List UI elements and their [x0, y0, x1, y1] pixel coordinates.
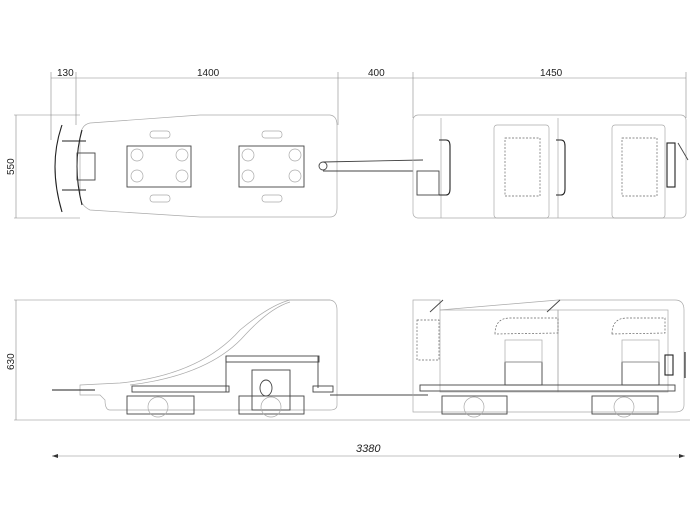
dim-overall-length-label: 3380	[356, 443, 381, 455]
dim-coupler-label: 130	[57, 68, 74, 79]
locomotive-bogie-rear	[238, 395, 305, 418]
dim-height-label: 630	[6, 353, 17, 370]
dim-locomotive-length-label: 1400	[197, 68, 220, 79]
passenger-car-side-view	[412, 299, 686, 418]
passenger-car-top-view	[412, 114, 689, 219]
locomotive-top-view	[54, 114, 424, 218]
arrow-right-icon	[679, 454, 685, 458]
pin-icon	[429, 299, 444, 313]
car-bogie-rear	[591, 395, 659, 418]
dim-gap-label: 400	[368, 68, 385, 79]
locomotive-bogie-front	[126, 395, 195, 418]
pin-icon	[546, 299, 561, 313]
side-dimension-lines	[14, 299, 690, 458]
car-bogie-front	[441, 395, 508, 418]
dim-car-length-label: 1450	[540, 68, 563, 79]
locomotive-side-view	[52, 299, 428, 418]
dim-width-label: 550	[6, 158, 17, 175]
top-dimension-lines	[14, 72, 687, 219]
arrow-left-icon	[52, 454, 58, 458]
